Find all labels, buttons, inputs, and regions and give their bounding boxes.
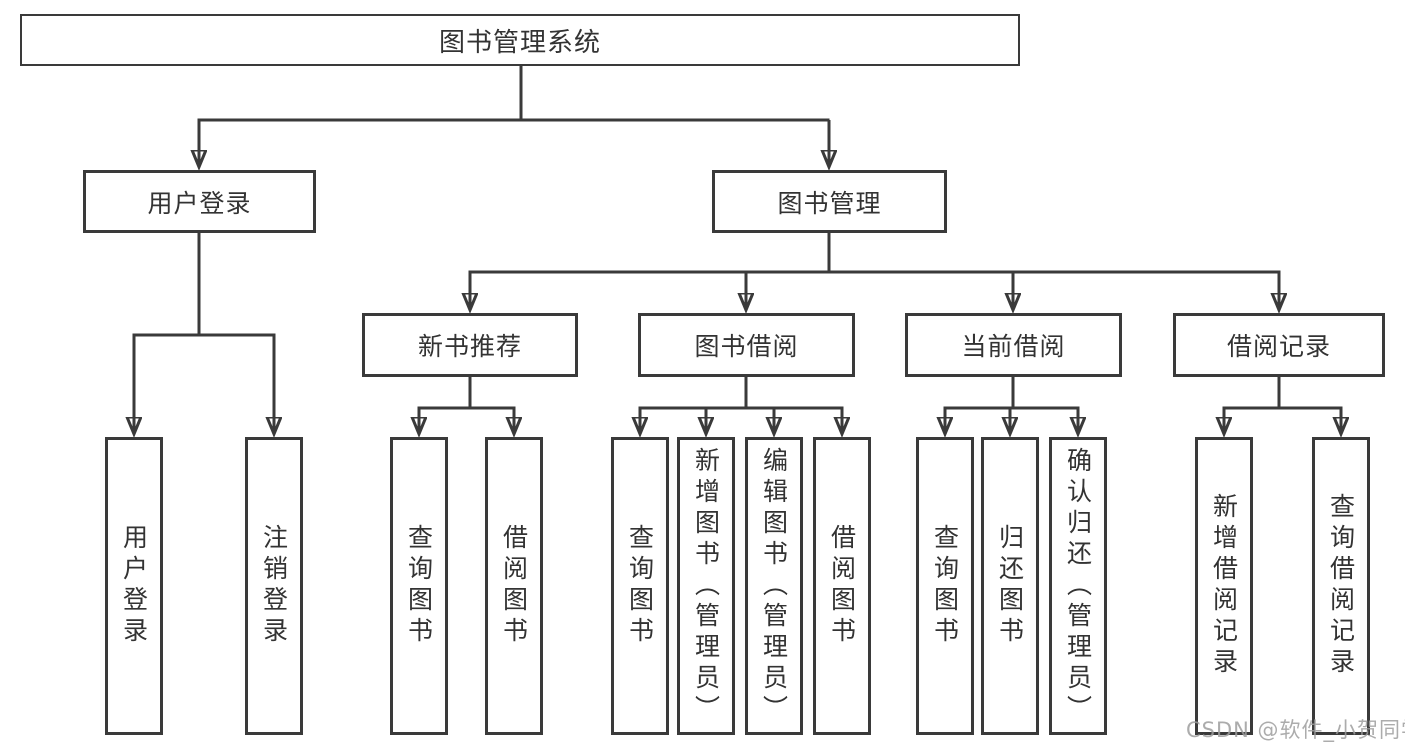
node-label: 借阅记录 [1226, 332, 1331, 361]
node-label: 查询图书 [404, 524, 434, 648]
node-label: 图书管理 [777, 188, 882, 218]
node-label: 查询图书 [625, 524, 655, 648]
node-label: 查询图书 [930, 524, 960, 648]
node-label: 新书推荐 [417, 332, 522, 361]
leaf-current-return-books: 归还图书 [981, 437, 1039, 735]
node-label: 用户登录 [147, 188, 252, 218]
node-label: 借阅图书 [499, 524, 529, 648]
leaf-borrow-edit-books-admin: 编辑图书（管理员） [745, 437, 803, 735]
leaf-user-login: 用户登录 [105, 437, 163, 735]
node-current-borrowing: 当前借阅 [905, 313, 1122, 377]
node-book-borrowing: 图书借阅 [638, 313, 855, 377]
node-label: 注销登录 [259, 524, 289, 648]
node-label: 借阅图书 [827, 524, 857, 648]
leaf-current-query-books: 查询图书 [916, 437, 974, 735]
node-label: 确认归还（管理员） [1063, 446, 1093, 726]
node-label: 图书借阅 [694, 332, 799, 361]
leaf-recommend-query-books: 查询图书 [390, 437, 448, 735]
node-label: 查询借阅记录 [1326, 493, 1356, 679]
leaf-borrow-borrow-books: 借阅图书 [813, 437, 871, 735]
leaf-records-add-borrow-record: 新增借阅记录 [1195, 437, 1253, 735]
node-new-book-recommendation: 新书推荐 [362, 313, 578, 377]
csdn-watermark: CSDN @软件_小贺同学 [1186, 718, 1405, 742]
leaf-current-confirm-return-admin: 确认归还（管理员） [1049, 437, 1107, 735]
node-label: 归还图书 [995, 524, 1025, 648]
leaf-borrow-query-books: 查询图书 [611, 437, 669, 735]
leaf-borrow-add-books-admin: 新增图书（管理员） [677, 437, 735, 735]
node-book-management: 图书管理 [712, 170, 947, 233]
node-label: 用户登录 [119, 524, 149, 648]
node-label: 当前借阅 [961, 332, 1066, 361]
leaf-records-query-borrow-record: 查询借阅记录 [1312, 437, 1370, 735]
leaf-logout: 注销登录 [245, 437, 303, 735]
node-label: 新增借阅记录 [1209, 493, 1239, 679]
node-borrowing-records: 借阅记录 [1173, 313, 1385, 377]
node-user-login: 用户登录 [83, 170, 316, 233]
node-label: 图书管理系统 [438, 27, 601, 58]
node-library-system: 图书管理系统 [20, 14, 1020, 66]
node-label: 新增图书（管理员） [691, 446, 721, 726]
leaf-recommend-borrow-books: 借阅图书 [485, 437, 543, 735]
node-label: 编辑图书（管理员） [759, 446, 789, 726]
